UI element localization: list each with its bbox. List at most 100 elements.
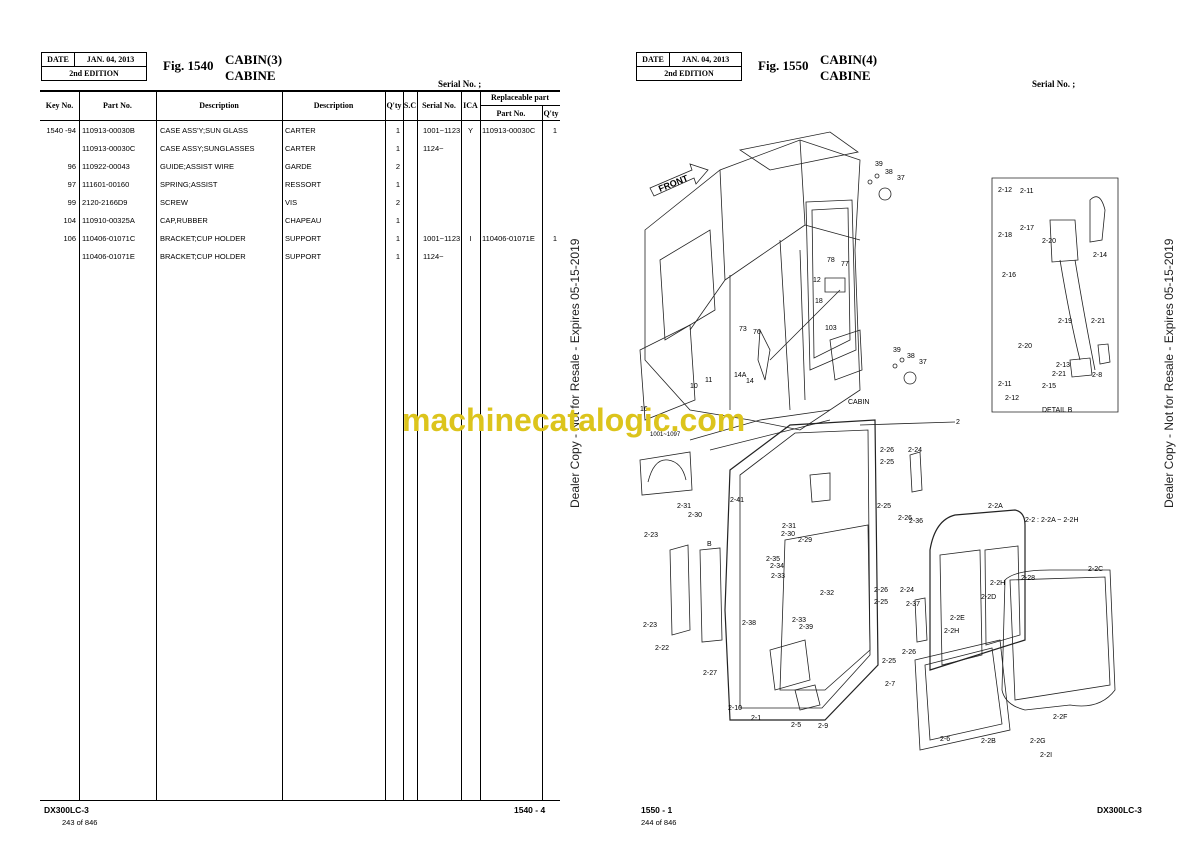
cell-desc-fr: CARTER [285, 144, 316, 153]
cell-qty: 2 [395, 162, 400, 171]
cell-part: 110910-00325A [82, 216, 135, 225]
cell-desc-fr: VIS [285, 198, 298, 207]
callout-label: 2-16 [1002, 272, 1016, 279]
callout-label: 2-23 [643, 622, 657, 629]
date-box-left: DATE JAN. 04, 2013 2nd EDITION [41, 52, 147, 81]
callout-label: 77 [841, 261, 849, 268]
cell-qty: 1 [395, 126, 400, 135]
callout-label: 2-2B [981, 738, 996, 745]
watermark: machinecatalogic.com [402, 402, 746, 438]
callout-label: 2-11 [1020, 188, 1034, 195]
callout-label: 14 [746, 378, 754, 385]
callout-label: 2-5 [791, 722, 801, 729]
callout-label: 2-9 [818, 723, 828, 730]
callout-label: 2-2E [950, 615, 965, 622]
callout-label: 2-21 [1091, 318, 1105, 325]
callout-label: 2-12 [1005, 395, 1019, 402]
callout-label: 76 [753, 329, 761, 336]
callout-label: 2-2C [1088, 566, 1103, 573]
callout-label: 2-25 [874, 599, 888, 606]
callout-label: 2-35 [766, 556, 780, 563]
callout-label: 2-2A [988, 503, 1003, 510]
cell-key: 1540 -94 [46, 126, 76, 135]
callout-label: 2-26 [898, 515, 912, 522]
cell-serial: 1124~ [423, 144, 444, 153]
detail-b-marker: B [707, 541, 712, 548]
header-key-no: Key No. [45, 101, 74, 110]
callout-label: 78 [827, 257, 835, 264]
date-value: JAN. 04, 2013 [681, 55, 730, 64]
callout-label: 2-29 [798, 537, 812, 544]
callout-label: 2-27 [703, 670, 717, 677]
callout-label: 39 [875, 161, 883, 168]
footer-model-right: DX300LC-3 [1097, 805, 1142, 815]
cell-desc-fr: SUPPORT [285, 234, 322, 243]
callout-label: 2-2I [1040, 752, 1052, 759]
callout-label: 2-1 [751, 715, 761, 722]
footer-page-left: 1540 - 4 [514, 805, 546, 815]
callout-label: 2-24 [908, 447, 922, 454]
callout-label: 2-24 [900, 587, 914, 594]
detail-b-box [991, 177, 1119, 413]
cell-desc: CASE ASSY;SUNGLASSES [160, 144, 255, 153]
door-frame [724, 419, 879, 721]
cell-qty: 2 [395, 198, 400, 207]
callout-label: 39 [893, 347, 901, 354]
cell-qty: 1 [395, 144, 400, 153]
cell-desc-fr: SUPPORT [285, 252, 322, 261]
cell-desc: BRACKET;CUP HOLDER [160, 234, 246, 243]
cell-key: 106 [63, 234, 76, 243]
callout-label: 2-13 [1056, 362, 1070, 369]
callout-label: 18 [815, 298, 823, 305]
date-value: JAN. 04, 2013 [86, 55, 135, 64]
sub-ref-label: 2-2 : 2-2A ~ 2-2H [1025, 517, 1079, 524]
callout-label: 2-30 [781, 531, 795, 538]
side-text-left: Dealer Copy - Not for Resale - Expires 0… [568, 238, 582, 508]
callout-label: 2-25 [880, 459, 894, 466]
cell-rep-part: 110913-00030C [482, 126, 536, 135]
callout-label: 2-15 [1042, 383, 1056, 390]
callout-label: 2-6 [940, 736, 950, 743]
fig-title-fr: CABINE [225, 68, 276, 83]
callout-label: 2-31 [677, 503, 691, 510]
callout-label: 2-31 [782, 523, 796, 530]
callout-label: 2-10 [728, 705, 742, 712]
callout-label: 2-25 [877, 503, 891, 510]
serial-range-label: 1001~1097 [650, 432, 681, 438]
callout-label: 2-18 [998, 232, 1012, 239]
cell-qty: 1 [395, 180, 400, 189]
callout-label: 2-12 [998, 187, 1012, 194]
callout-label: 11 [705, 377, 712, 384]
callout-label: 2-39 [799, 624, 813, 631]
callout-label: 2-2H [990, 580, 1005, 587]
fig-title-en-right: CABIN(4) [820, 52, 878, 67]
fig-number: Fig. 1540 [163, 58, 214, 73]
date-box-right: DATE JAN. 04, 2013 2nd EDITION [636, 52, 742, 81]
front-arrow-icon [649, 163, 709, 197]
callout-label: 14A [734, 372, 747, 379]
cell-desc: CAP,RUBBER [160, 216, 208, 225]
callout-label: 2-21 [1052, 371, 1066, 378]
callout-label: 2-37 [906, 601, 920, 608]
cell-desc: BRACKET;CUP HOLDER [160, 252, 246, 261]
callout-label: 2-19 [1058, 318, 1072, 325]
callout-label: 2-32 [820, 590, 834, 597]
serial-no-label-right: Serial No. ; [1032, 79, 1076, 89]
part-2-label: 2 [956, 419, 960, 426]
header-description: Description [199, 101, 239, 110]
cell-serial: 1124~ [423, 252, 444, 261]
cell-rep-part: 110406-01071E [482, 234, 535, 243]
callout-label: 2-2H [944, 628, 959, 635]
callout-label: 2-11 [998, 381, 1012, 388]
header-rep-qty: Q'ty [543, 109, 559, 118]
cell-part: 110922-00043 [82, 162, 130, 171]
fig-title-en: CABIN(3) [225, 52, 283, 67]
callout-label: 103 [825, 325, 837, 332]
callout-label: 2-28 [1021, 575, 1035, 582]
cell-desc-fr: CARTER [285, 126, 316, 135]
callout-label: 10 [690, 383, 698, 390]
callout-label: 2-14 [1093, 252, 1107, 259]
parts-table: Key No. Part No. Description Description… [40, 90, 560, 801]
edition: 2nd EDITION [69, 69, 119, 78]
